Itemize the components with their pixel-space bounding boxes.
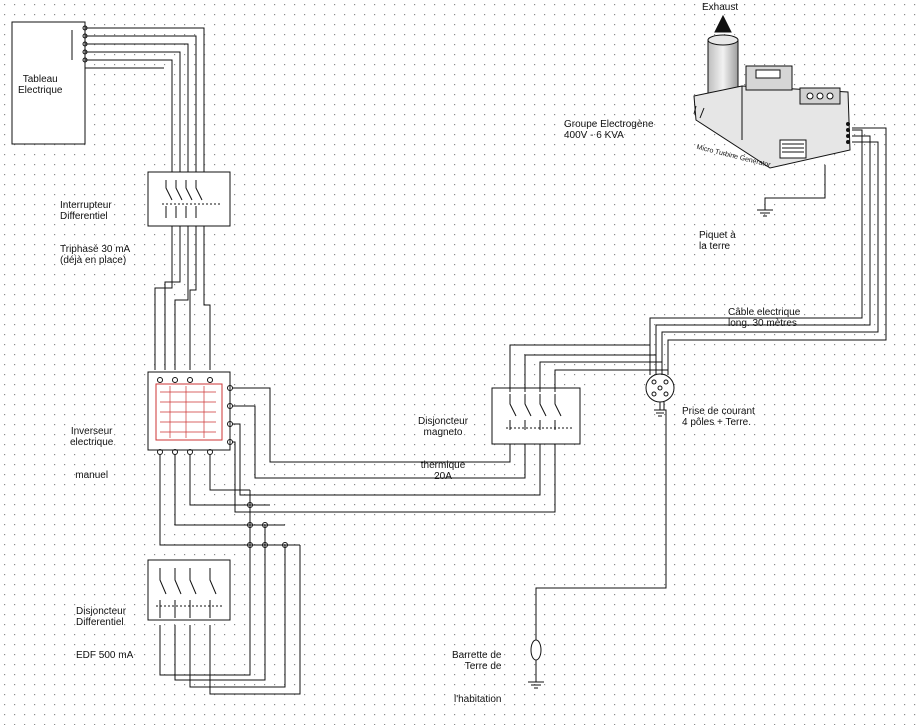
edf-breaker-box — [147, 559, 231, 621]
magneto-breaker-box — [491, 387, 581, 445]
exhaust-label: Exhaust — [702, 2, 739, 13]
generator-cable — [649, 127, 887, 375]
transfer-switch-box — [147, 371, 233, 455]
generator-illustration — [693, 14, 851, 169]
power-socket — [645, 373, 675, 417]
electrical-panel — [11, 21, 86, 145]
transfer-to-breaker-wires — [232, 387, 556, 513]
panel-feed-wires — [82, 25, 211, 370]
edf-breaker-wires — [159, 455, 301, 695]
exhaust-arrow-icon — [714, 14, 732, 33]
rcd-switch-box — [147, 171, 231, 227]
earth-wires — [528, 165, 826, 689]
